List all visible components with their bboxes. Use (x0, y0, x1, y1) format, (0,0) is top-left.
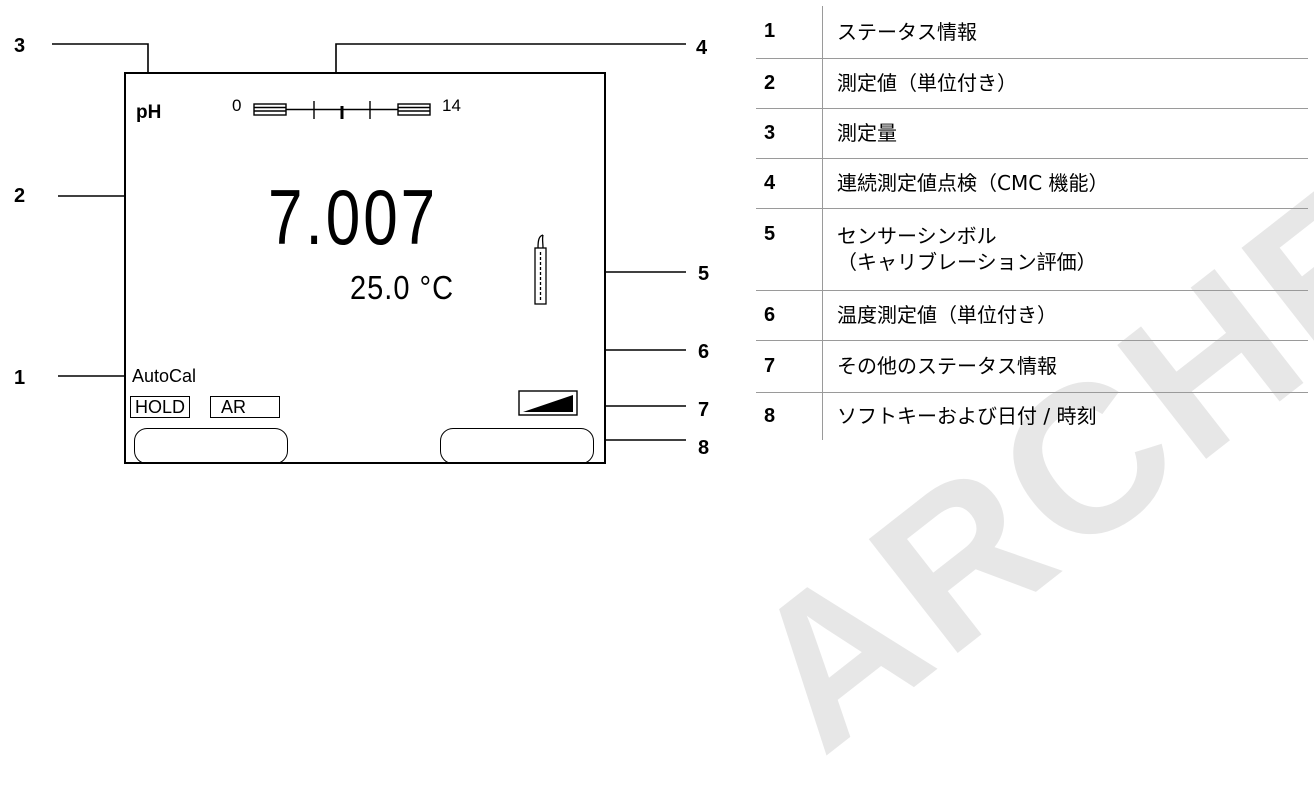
legend-number: 2 (756, 58, 823, 108)
softkey-right[interactable] (440, 428, 594, 464)
sensor-icon (534, 234, 547, 305)
cmc-max-label: 14 (442, 96, 461, 115)
legend-description: 測定量 (837, 121, 897, 145)
legend-number: 4 (756, 158, 823, 208)
legend-number: 1 (756, 6, 823, 58)
legend-description: 測定値（単位付き） (837, 71, 1017, 95)
legend-row-2: 2 測定値（単位付き） (756, 58, 1308, 108)
legend-row-3: 3 測定量 (756, 108, 1308, 158)
legend-number: 5 (756, 208, 823, 290)
legend-description: 連続測定値点検（CMC 機能） (837, 171, 1109, 195)
legend-table: 1 ステータス情報 2 測定値（単位付き） 3 測定量 4 連続測定値点検（CM… (756, 6, 1308, 440)
legend-row-1: 1 ステータス情報 (756, 6, 1308, 58)
legend-description-line: （キャリブレーション評価） (837, 250, 1097, 274)
callout-number-6: 6 (698, 341, 710, 363)
callout-number-3: 3 (14, 35, 26, 57)
callout-number-5: 5 (698, 263, 710, 285)
callout-number-1: 1 (14, 367, 26, 389)
cmc-bar (253, 101, 431, 119)
callout-number-7: 7 (698, 399, 710, 421)
parameter-label: pH (136, 102, 162, 123)
legend-row-5: 5 センサーシンボル （キャリブレーション評価） (756, 208, 1308, 290)
legend-number: 7 (756, 340, 823, 392)
legend-description: その他のステータス情報 (837, 354, 1057, 378)
legend-description: ソフトキーおよび日付 / 時刻 (837, 404, 1097, 429)
autocal-status: AutoCal (132, 366, 197, 386)
status-wedge-icon (518, 390, 578, 416)
callout-number-2: 2 (14, 185, 26, 207)
hold-indicator: HOLD (130, 396, 191, 418)
measured-value: 7.007 (268, 175, 439, 262)
legend-description-line: センサーシンボル (837, 224, 997, 248)
legend-description: センサーシンボル （キャリブレーション評価） (823, 208, 1309, 290)
legend-row-4: 4 連続測定値点検（CMC 機能） (756, 158, 1308, 208)
legend-row-8: 8 ソフトキーおよび日付 / 時刻 (756, 392, 1308, 440)
legend-row-6: 6 温度測定値（単位付き） (756, 290, 1308, 340)
cmc-min-label: 0 (232, 96, 242, 115)
legend-number: 6 (756, 290, 823, 340)
softkey-left[interactable] (134, 428, 288, 464)
instrument-display: pH 0 14 7.007 25.0 °C AutoCal HOLD (124, 72, 606, 464)
legend-number: 8 (756, 392, 823, 440)
legend-description: 温度測定値（単位付き） (837, 303, 1057, 327)
callout-number-4: 4 (696, 37, 708, 59)
legend-number: 3 (756, 108, 823, 158)
callout-number-8: 8 (698, 437, 710, 459)
leader-line-3 (52, 43, 149, 80)
legend-row-7: 7 その他のステータス情報 (756, 340, 1308, 392)
temperature-value: 25.0 °C (350, 270, 455, 307)
ar-indicator: AR (210, 396, 280, 418)
legend-description: ステータス情報 (837, 19, 977, 44)
